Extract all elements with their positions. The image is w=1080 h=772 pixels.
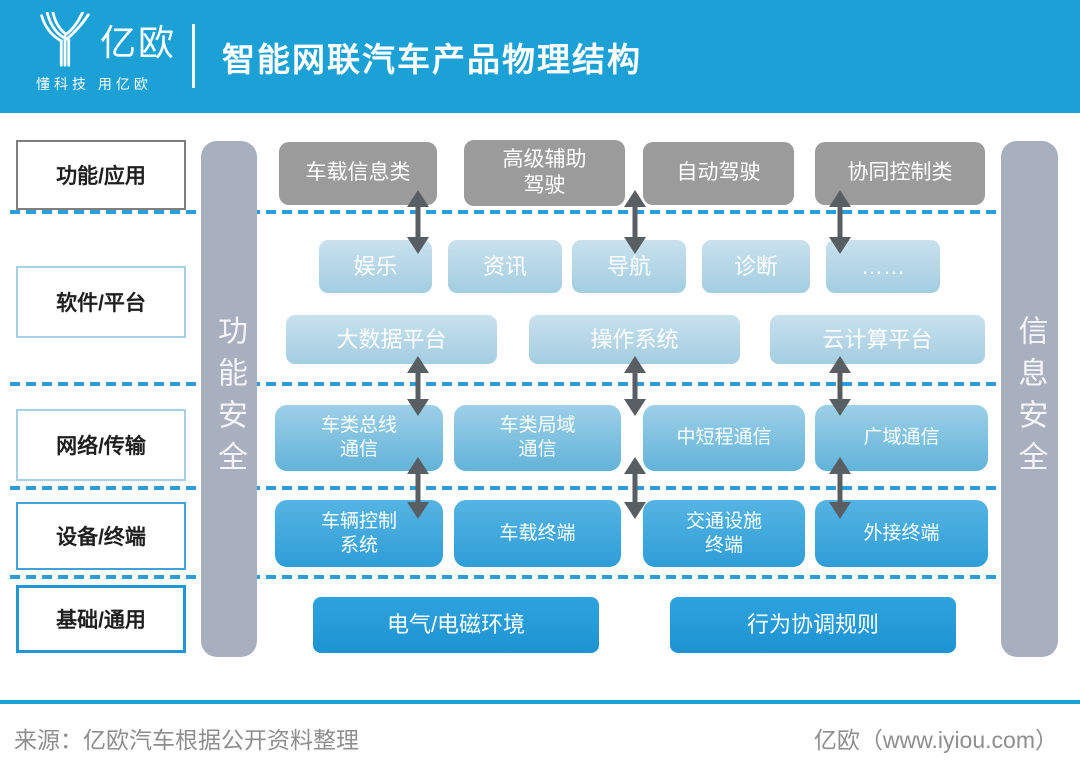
double-arrow-icon — [828, 457, 852, 519]
diagram-canvas: 功能/应用 软件/平台 网络/传输 设备/终端 基础/通用 功能安全 信息安全 … — [0, 113, 1080, 700]
double-arrow-icon — [623, 356, 647, 416]
layer-label-foundation: 基础/通用 — [16, 585, 186, 653]
node-traffic-facility-terminal: 交通设施 终端 — [643, 500, 805, 567]
footer: 来源：亿欧汽车根据公开资料整理 亿欧（www.iyiou.com） — [0, 704, 1080, 772]
node-bigdata-platform: 大数据平台 — [286, 315, 497, 364]
dashed-separator — [10, 382, 1000, 386]
double-arrow-icon — [406, 356, 430, 416]
node-ellipsis: …… — [826, 240, 940, 293]
footer-divider — [0, 700, 1080, 704]
node-electromagnetic-environment: 电气/电磁环境 — [313, 597, 599, 653]
double-arrow-icon — [406, 457, 430, 519]
dashed-separator — [10, 210, 1000, 214]
header-divider — [192, 24, 195, 88]
logo-row: 亿欧 — [36, 12, 186, 68]
double-arrow-icon — [623, 457, 647, 519]
node-behavior-coordination-rules: 行为协调规则 — [670, 597, 956, 653]
node-information: 资讯 — [448, 240, 562, 293]
source-note: 来源：亿欧汽车根据公开资料整理 — [14, 727, 359, 753]
node-vehicle-lan-comm: 车类局域 通信 — [454, 405, 621, 471]
layer-label-application: 功能/应用 — [16, 140, 186, 210]
double-arrow-icon — [406, 190, 430, 254]
node-diagnosis: 诊断 — [702, 240, 810, 293]
node-vehicle-terminal: 车载终端 — [454, 500, 621, 567]
node-short-range-comm: 中短程通信 — [643, 405, 805, 471]
layer-label-software: 软件/平台 — [16, 266, 186, 338]
header-bar: 亿欧 懂科技 用亿欧 智能网联汽车产品物理结构 — [0, 0, 1080, 113]
double-arrow-icon — [623, 190, 647, 254]
layer-label-network: 网络/传输 — [16, 409, 186, 481]
brand-tagline: 懂科技 用亿欧 — [36, 76, 152, 92]
node-wide-area-comm: 广域通信 — [815, 405, 988, 471]
dashed-separator — [10, 486, 1000, 490]
brand-name: 亿欧 — [100, 22, 177, 63]
yiou-y-icon — [40, 12, 90, 67]
pillar-information-security: 信息安全 — [1001, 141, 1058, 657]
brand-logo: 亿欧 懂科技 用亿欧 — [36, 12, 186, 102]
double-arrow-icon — [828, 190, 852, 254]
node-adas: 高级辅助 驾驶 — [464, 140, 625, 206]
layer-label-device: 设备/终端 — [16, 502, 186, 570]
pillar-functional-safety-label: 功能安全 — [213, 315, 246, 483]
node-cloud-platform: 云计算平台 — [770, 315, 985, 364]
footer-brand: 亿欧（www.iyiou.com） — [813, 727, 1058, 753]
page-title: 智能网联汽车产品物理结构 — [222, 40, 642, 78]
double-arrow-icon — [828, 356, 852, 416]
pillar-functional-safety: 功能安全 — [201, 141, 257, 657]
dashed-separator — [10, 575, 1000, 579]
pillar-information-security-label: 信息安全 — [1013, 315, 1047, 483]
node-autonomous-driving: 自动驾驶 — [643, 142, 794, 205]
